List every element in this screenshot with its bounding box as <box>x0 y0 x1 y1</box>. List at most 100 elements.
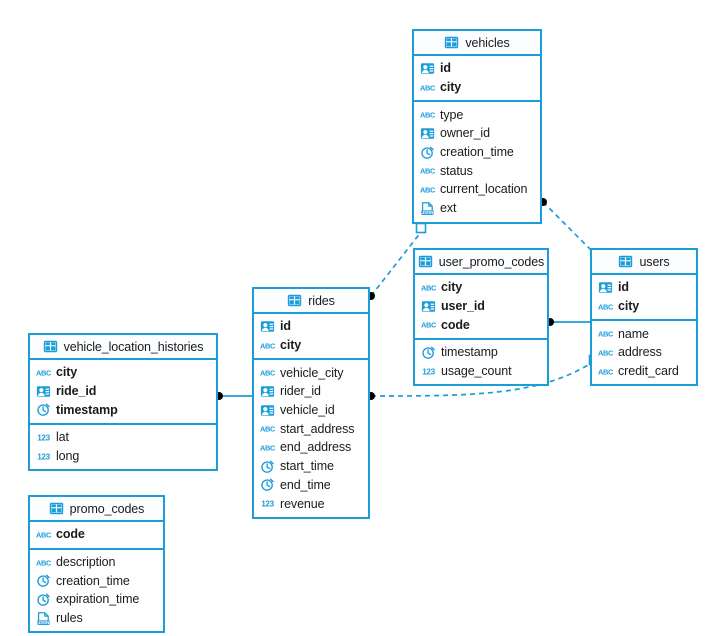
column-row-rides-vehicle_id[interactable]: vehicle_id <box>254 401 368 420</box>
primary-key-row-vehicles-id[interactable]: id <box>414 59 540 78</box>
field-label: city <box>280 338 302 353</box>
field-label: vehicle_id <box>280 403 335 418</box>
relationship-one-endpoint-square <box>415 222 427 234</box>
primary-key-row-vehicle_location_histories-timestamp[interactable]: timestamp <box>30 400 216 419</box>
field-label: creation_time <box>440 145 514 160</box>
table-header-vehicles[interactable]: vehicles <box>414 31 540 56</box>
relationship-rel-vlh-rides[interactable] <box>215 392 252 400</box>
field-label: ride_id <box>56 384 97 399</box>
field-label: owner_id <box>440 126 490 141</box>
svg-text:ABC: ABC <box>420 167 435 176</box>
svg-text:ABC: ABC <box>260 425 275 434</box>
column-row-vehicles-owner_id[interactable]: owner_id <box>414 124 540 143</box>
string-icon: ABC <box>260 338 275 353</box>
column-row-rides-start_time[interactable]: start_time <box>254 457 368 476</box>
field-label: start_time <box>280 459 334 474</box>
field-label: id <box>280 319 291 334</box>
field-label: city <box>56 365 78 380</box>
primary-key-row-user_promo_codes-user_id[interactable]: user_id <box>415 297 547 316</box>
primary-key-row-vehicles-city[interactable]: ABC city <box>414 78 540 97</box>
timestamp-icon <box>420 145 435 160</box>
column-row-rides-start_address[interactable]: ABC start_address <box>254 419 368 438</box>
string-icon: ABC <box>260 421 275 436</box>
table-header-rides[interactable]: rides <box>254 289 368 314</box>
uuid-icon <box>420 61 435 76</box>
json-icon: JSON <box>420 201 435 216</box>
table-header-promo_codes[interactable]: promo_codes <box>30 497 163 522</box>
table-name-label: rides <box>308 293 335 308</box>
column-row-rides-rider_id[interactable]: rider_id <box>254 382 368 401</box>
svg-text:ABC: ABC <box>421 321 436 330</box>
uuid-icon <box>260 384 275 399</box>
svg-text:ABC: ABC <box>260 369 275 378</box>
svg-text:ABC: ABC <box>420 83 435 92</box>
timestamp-icon <box>260 459 275 474</box>
relationship-rel-upc-users[interactable] <box>546 318 590 326</box>
field-label: user_id <box>441 299 485 314</box>
timestamp-icon <box>36 592 51 607</box>
column-row-promo_codes-creation_time[interactable]: creation_time <box>30 571 163 590</box>
primary-key-row-vehicle_location_histories-ride_id[interactable]: ride_id <box>30 382 216 401</box>
uuid-icon <box>260 403 275 418</box>
table-header-user_promo_codes[interactable]: user_promo_codes <box>415 250 547 275</box>
table-header-users[interactable]: users <box>592 250 696 275</box>
table-name-label: vehicles <box>465 35 510 50</box>
svg-text:ABC: ABC <box>598 367 613 376</box>
table-icon <box>287 293 302 308</box>
string-icon: ABC <box>36 527 51 542</box>
table-icon <box>43 339 58 354</box>
svg-text:ABC: ABC <box>598 348 613 357</box>
uuid-icon <box>420 126 435 141</box>
table-name-label: user_promo_codes <box>438 254 545 269</box>
primary-key-row-rides-city[interactable]: ABC city <box>254 336 368 355</box>
svg-text:ABC: ABC <box>260 341 275 350</box>
column-row-vehicles-creation_time[interactable]: creation_time <box>414 143 540 162</box>
column-row-promo_codes-expiration_time[interactable]: expiration_time <box>30 590 163 609</box>
column-row-rides-end_time[interactable]: end_time <box>254 476 368 495</box>
field-label: code <box>441 317 470 332</box>
string-icon: ABC <box>421 280 436 295</box>
primary-key-row-user_promo_codes-code[interactable]: ABC code <box>415 315 547 334</box>
primary-key-row-rides-id[interactable]: id <box>254 317 368 336</box>
table-header-vehicle_location_histories[interactable]: vehicle_location_histories <box>30 335 216 360</box>
column-row-user_promo_codes-timestamp[interactable]: timestamp <box>415 343 547 362</box>
field-label: ext <box>440 201 457 216</box>
string-icon: ABC <box>598 326 613 341</box>
primary-key-row-users-id[interactable]: id <box>592 278 696 297</box>
field-label: city <box>440 80 462 95</box>
svg-text:JSON: JSON <box>422 210 433 215</box>
column-row-vehicles-ext[interactable]: JSON ext <box>414 199 540 218</box>
field-label: start_address <box>280 421 355 436</box>
svg-text:ABC: ABC <box>421 283 436 292</box>
